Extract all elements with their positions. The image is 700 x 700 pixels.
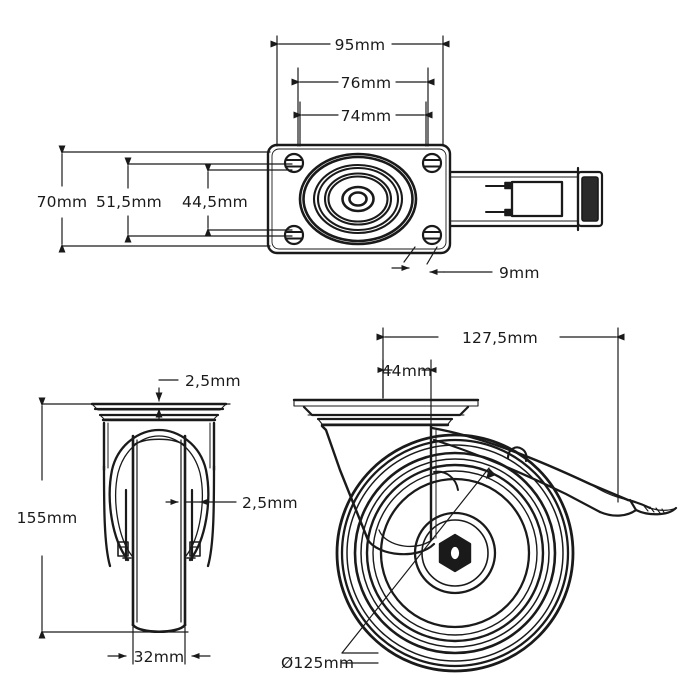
- dim-label-wheel-width: 32mm: [134, 648, 185, 666]
- dimension-labels: 95mm 76mm 74mm 70mm 51,5mm 44,5mm 9mm 2,…: [17, 36, 540, 672]
- dim-label-hole-width-inner: 44,5mm: [182, 193, 248, 211]
- dim-label-wheel-diameter: Ø125mm: [281, 654, 354, 672]
- side-view-geometry: [90, 402, 228, 634]
- dim-label-hole-spacing-inner: 74mm: [341, 107, 392, 125]
- top-view-dimensions: [58, 35, 493, 275]
- mounting-hole: [283, 152, 443, 246]
- dim-label-hole-diameter: 9mm: [499, 264, 540, 282]
- dim-label-hole-width-outer: 51,5mm: [96, 193, 162, 211]
- side-view-dimensions: [38, 379, 237, 665]
- dim-label-plate-length: 95mm: [335, 36, 386, 54]
- wheel-circles: [335, 433, 575, 673]
- dim-label-overall-height: 155mm: [17, 509, 78, 527]
- dim-label-swivel-offset: 44mm: [382, 362, 433, 380]
- dim-label-overall-length: 127,5mm: [462, 329, 538, 347]
- dim-label-plate-thickness: 2,5mm: [185, 372, 241, 390]
- top-view-geometry: [266, 143, 604, 255]
- brake-stem-assembly: [448, 166, 604, 232]
- axle-nut: [438, 533, 472, 573]
- front-view-dimensions: [341, 327, 625, 664]
- swivel-raceway: [298, 152, 418, 246]
- front-view-geometry: [292, 398, 678, 673]
- dim-label-plate-width: 70mm: [37, 193, 88, 211]
- dim-label-hole-spacing-outer: 76mm: [341, 74, 392, 92]
- dim-label-tread-thickness: 2,5mm: [242, 494, 298, 512]
